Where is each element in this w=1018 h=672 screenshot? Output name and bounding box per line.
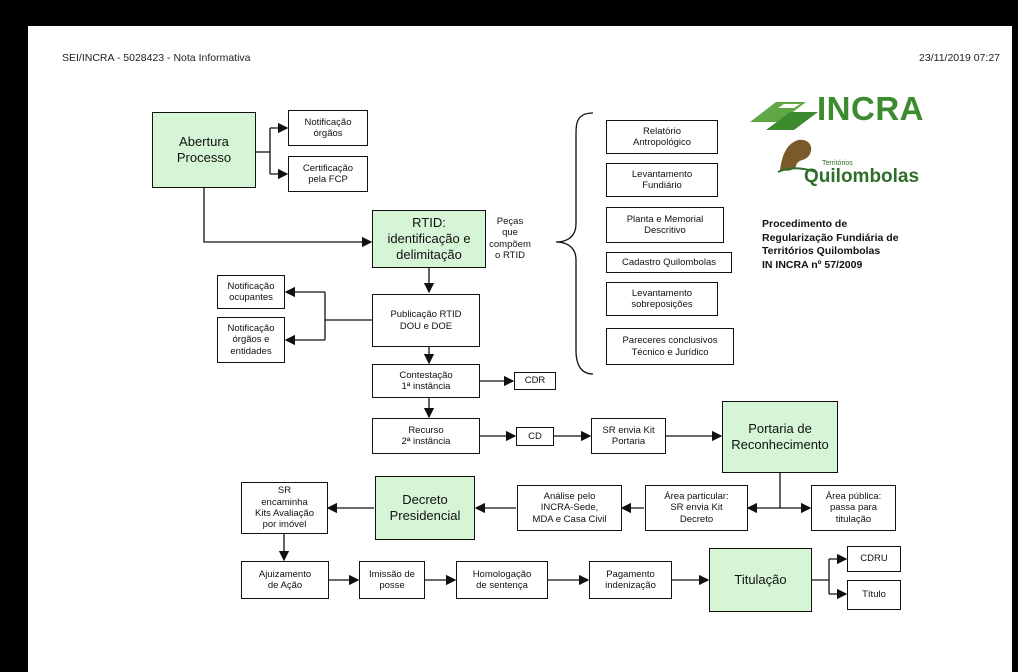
node-notificacao-orgaos-entidades: Notificação órgãos e entidades <box>217 317 285 363</box>
node-cd: CD <box>516 427 554 446</box>
node-levantamento-fundiario: Levantamento Fundiário <box>606 163 718 197</box>
node-portaria-reconhecimento: Portaria de Reconhecimento <box>722 401 838 473</box>
document-datetime: 23/11/2019 07:27 <box>919 52 1000 64</box>
document-page: SEI/INCRA - 5028423 - Nota Informativa 2… <box>28 26 1012 672</box>
node-contestacao: Contestação 1ª instância <box>372 364 480 398</box>
quilombolas-logo-icon <box>777 139 817 173</box>
node-notificacao-ocupantes: Notificação ocupantes <box>217 275 285 309</box>
flow-connectors <box>203 112 848 600</box>
node-pareceres-conclusivos: Pareceres conclusivos Técnico e Jurídico <box>606 328 734 365</box>
node-publicacao-rtid: Publicação RTID DOU e DOE <box>372 294 480 347</box>
node-rtid: RTID: identificação e delimitação <box>372 210 486 268</box>
node-cdru: CDRU <box>847 546 901 572</box>
territorios-label: Territórios <box>822 160 853 167</box>
incra-logo-text: INCRA <box>817 90 924 127</box>
node-titulacao: Titulação <box>709 548 812 612</box>
node-notificacao-orgaos: Notificação órgãos <box>288 110 368 146</box>
document-title: SEI/INCRA - 5028423 - Nota Informativa <box>62 52 251 64</box>
node-certificacao-fcp: Certificação pela FCP <box>288 156 368 192</box>
node-area-particular: Área particular: SR envia Kit Decreto <box>645 485 748 531</box>
node-titulo: Título <box>847 580 901 610</box>
node-abertura-processo: Abertura Processo <box>152 112 256 188</box>
node-recurso: Recurso 2ª instância <box>372 418 480 454</box>
node-homologacao: Homologação de sentença <box>456 561 548 599</box>
node-analise-incra: Análise pelo INCRA-Sede, MDA e Casa Civi… <box>517 485 622 531</box>
quilombolas-logo-text: Quilombolas <box>804 166 920 187</box>
node-area-publica: Área pública: passa para titulação <box>811 485 896 531</box>
incra-logo-icon <box>750 102 818 130</box>
node-sr-encaminha-kits: SR encaminha Kits Avaliação por imóvel <box>241 482 328 534</box>
node-cdr: CDR <box>514 372 556 390</box>
node-pagamento-indenizacao: Pagamento indenização <box>589 561 672 599</box>
node-ajuizamento: Ajuizamento de Ação <box>241 561 329 599</box>
procedure-title: Procedimento de Regularização Fundiária … <box>762 218 899 271</box>
node-imissao-posse: Imissão de posse <box>359 561 425 599</box>
note-pecas-rtid: Peças que compõem o RTID <box>489 216 531 262</box>
node-relatorio-antropologico: Relatório Antropológico <box>606 120 718 154</box>
node-levantamento-sobreposicoes: Levantamento sobreposições <box>606 282 718 316</box>
node-cadastro-quilombolas: Cadastro Quilombolas <box>606 252 732 273</box>
node-planta-memorial: Planta e Memorial Descritivo <box>606 207 724 243</box>
node-sr-kit-portaria: SR envia Kit Portaria <box>591 418 666 454</box>
node-decreto-presidencial: Decreto Presidencial <box>375 476 475 540</box>
